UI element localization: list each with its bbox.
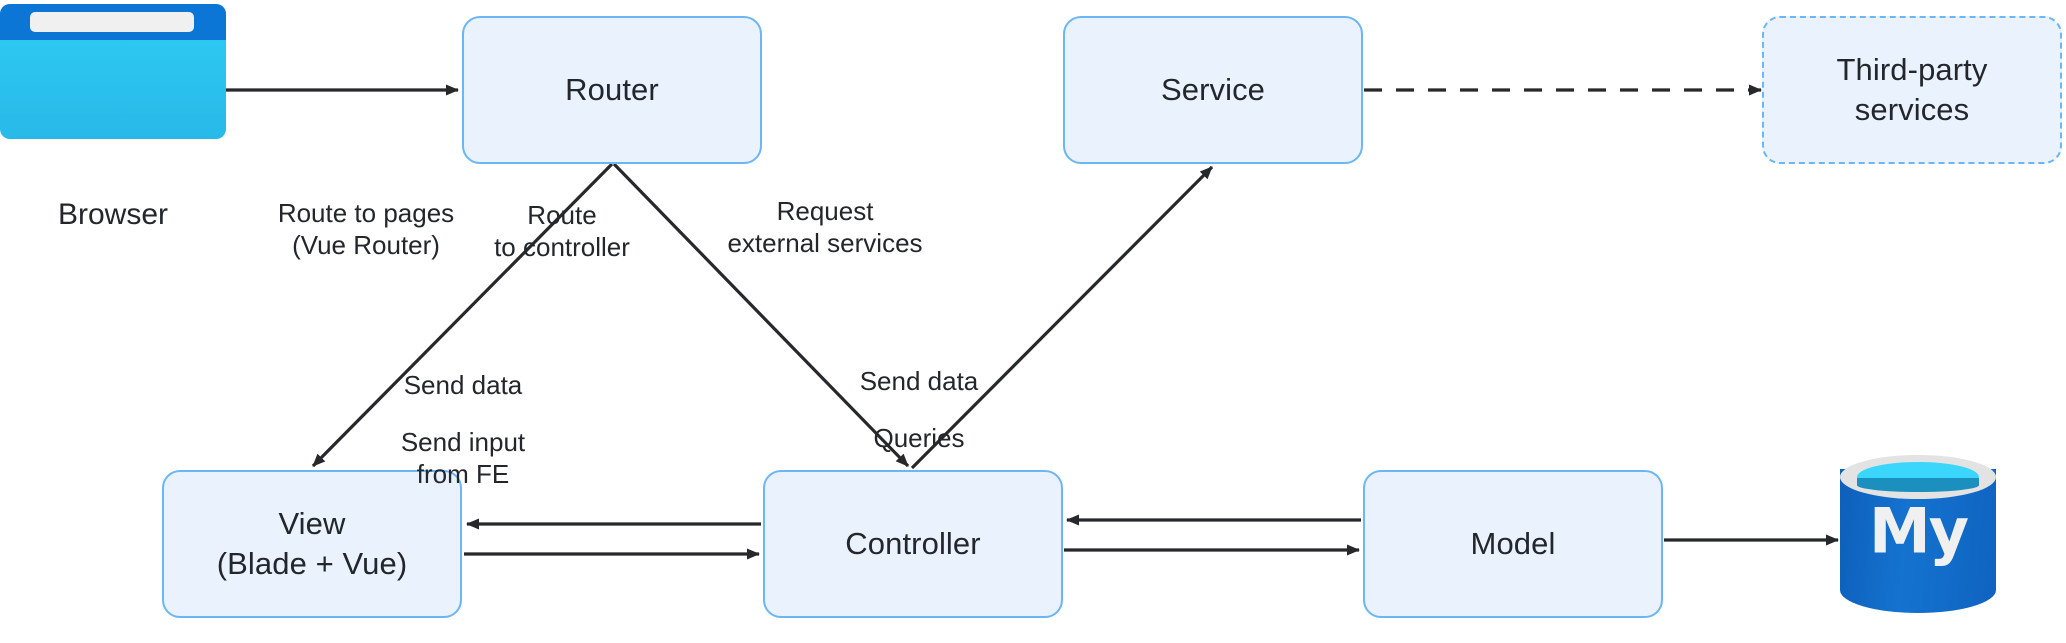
node-controller[interactable]: Controller: [763, 470, 1063, 618]
node-database-mysql[interactable]: My: [1840, 455, 1996, 627]
node-controller-label: Controller: [845, 526, 981, 562]
node-third-party-services-label: Third-party services: [1836, 52, 1988, 127]
edge-router-to-controller: [612, 162, 910, 468]
edge-router-to-view: [311, 162, 614, 468]
edge-controller-to-service: [910, 165, 1214, 470]
node-service[interactable]: Service: [1063, 16, 1363, 164]
node-view-label: View (Blade + Vue): [216, 506, 408, 581]
node-model[interactable]: Model: [1363, 470, 1663, 618]
browser-address-bar: [30, 12, 194, 32]
edge-label-request-external-services: Request external services: [727, 196, 923, 258]
database-label: My: [1868, 494, 1969, 568]
node-browser-caption: Browser: [57, 198, 169, 231]
node-router[interactable]: Router: [462, 16, 762, 164]
node-service-label: Service: [1160, 72, 1266, 108]
node-third-party-services[interactable]: Third-party services: [1762, 16, 2062, 164]
edge-label-route-to-pages: Route to pages (Vue Router): [277, 198, 455, 260]
database-liquid: [1857, 462, 1979, 492]
browser-window-icon: [0, 4, 226, 139]
node-view[interactable]: View (Blade + Vue): [162, 470, 462, 618]
node-model-label: Model: [1470, 526, 1556, 562]
edge-label-send-input-from-fe: Send input from FE: [400, 427, 526, 489]
edge-label-send-data-to-view: Send data: [403, 370, 523, 400]
edge-label-send-data-to-controller: Send data: [859, 366, 979, 396]
edge-label-queries: Queries: [873, 423, 965, 453]
node-router-label: Router: [565, 72, 659, 108]
edge-label-route-to-controller: Route to controller: [494, 200, 630, 262]
node-browser[interactable]: [0, 4, 226, 139]
